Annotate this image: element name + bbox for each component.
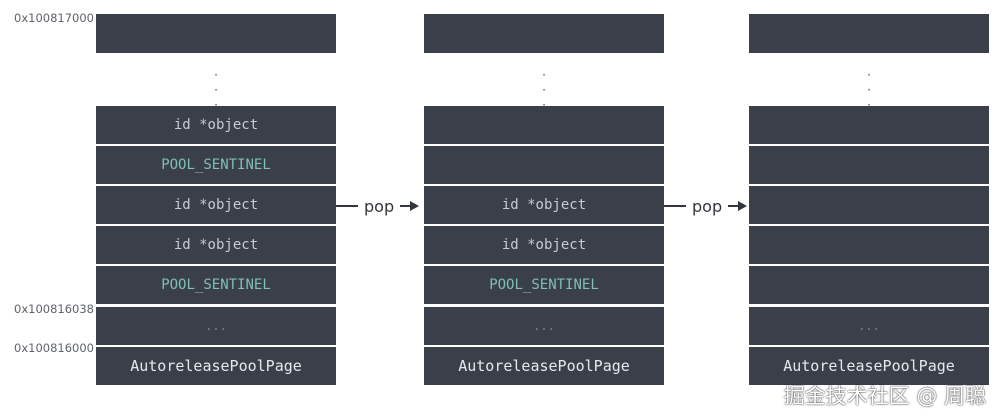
stack-cell-empty: [424, 106, 664, 144]
stack-cell-object: id *object: [96, 226, 336, 264]
stack-cell-sentinel: POOL_SENTINEL: [96, 266, 336, 304]
stack-cell-empty: [749, 106, 989, 144]
stack-cell-sentinel: POOL_SENTINEL: [96, 146, 336, 184]
stack-cell-empty: [424, 146, 664, 184]
page-top-block: [96, 14, 336, 53]
stack-cell-object: id *object: [424, 226, 664, 264]
arrow-head-icon: [738, 201, 748, 211]
stack-cell-empty: [749, 266, 989, 304]
page-stack-after-first-pop: ··· id *object id *object POOL_SENTINEL …: [424, 14, 664, 386]
stack-cell-object: id *object: [96, 186, 336, 224]
watermark-text: 掘金技术社区 @ 周聪: [783, 384, 986, 408]
stack-cell-object: id *object: [96, 106, 336, 144]
stack-cell-object: id *object: [424, 186, 664, 224]
stack-cell-empty: [749, 186, 989, 224]
pop-arrow: pop: [664, 196, 748, 216]
vertical-ellipsis: ···: [867, 68, 871, 112]
vertical-ellipsis: ···: [542, 68, 546, 112]
autorelease-pool-page-header: AutoreleasePoolPage: [749, 347, 989, 385]
page-stack-after-second-pop: ··· ... AutoreleasePoolPage: [749, 14, 989, 386]
stack-cell-empty: [749, 226, 989, 264]
autorelease-pool-page-header: AutoreleasePoolPage: [424, 347, 664, 385]
autorelease-pool-page-header: AutoreleasePoolPage: [96, 347, 336, 385]
stack-cell-sentinel: POOL_SENTINEL: [424, 266, 664, 304]
pop-arrow-label: pop: [692, 196, 723, 216]
page-top-block: [749, 14, 989, 53]
vertical-ellipsis: ···: [214, 68, 218, 112]
page-stack-before-pop: ··· id *object POOL_SENTINEL id *object …: [96, 14, 336, 386]
pop-arrow-label: pop: [364, 196, 395, 216]
stack-cell-empty: [749, 146, 989, 184]
stack-cell-ellipsis: ...: [749, 307, 989, 345]
address-label-page-start: 0x100816000: [14, 341, 94, 355]
address-label-sentinel-boundary: 0x100816038: [14, 302, 94, 316]
pop-arrow: pop: [336, 196, 420, 216]
arrow-head-icon: [410, 201, 420, 211]
stack-cell-ellipsis: ...: [96, 307, 336, 345]
address-label-top: 0x100817000: [14, 11, 94, 25]
page-top-block: [424, 14, 664, 53]
stack-cell-ellipsis: ...: [424, 307, 664, 345]
